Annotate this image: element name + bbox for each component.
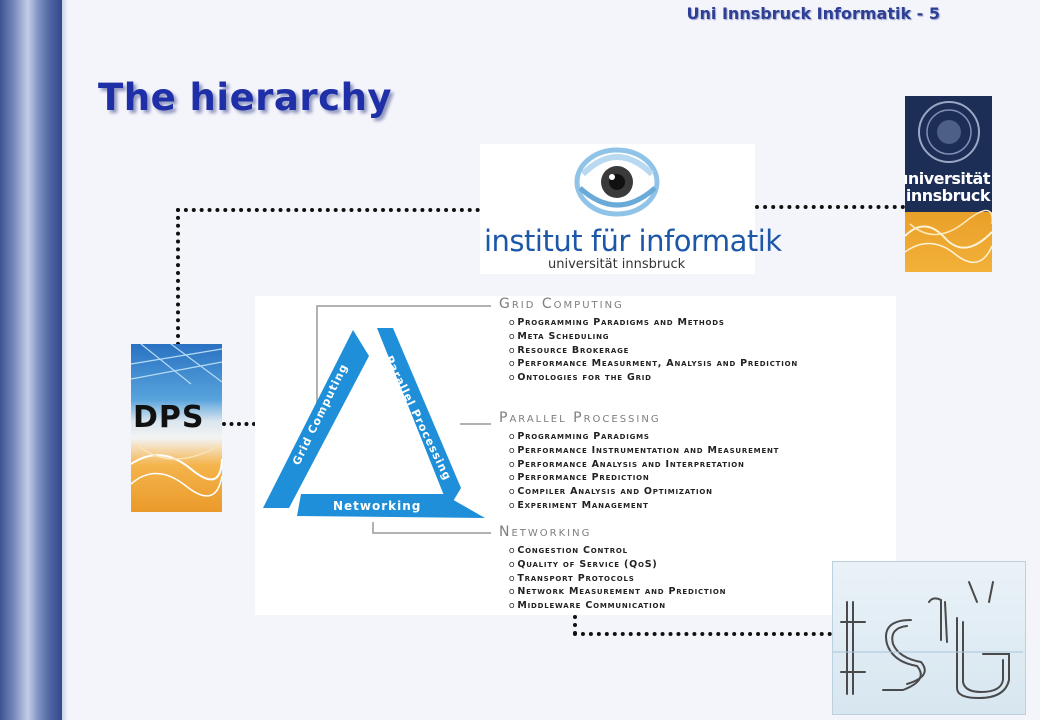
list-item: Performance Instrumentation and Measurem… <box>509 444 779 458</box>
ifi-name: institut für informatik <box>484 224 782 258</box>
list-item: Ontologies for the Grid <box>509 371 798 385</box>
list-item: Network Measurement and Prediction <box>509 585 726 599</box>
connector-bottom-vertical <box>573 615 577 635</box>
list-item: Performance Analysis and Interpretation <box>509 458 779 472</box>
triangle-label-parallel: Parallel Processing <box>382 354 454 483</box>
connector-bottom-right <box>573 632 832 636</box>
section-list-parallel: Programming Paradigms Performance Instru… <box>509 430 779 513</box>
isg-lettering-icon <box>833 581 1023 700</box>
dps-text: DPS <box>133 400 205 435</box>
list-item: Transport Protocols <box>509 572 726 586</box>
list-item: Programming Paradigms and Methods <box>509 316 798 330</box>
list-item: Resource Brokerage <box>509 344 798 358</box>
ifi-logo: institut für informatik universität inns… <box>480 144 782 274</box>
isg-logo <box>832 561 1026 715</box>
slide-header: Uni Innsbruck Informatik - 5 <box>686 4 940 23</box>
slide-title: The hierarchy <box>98 76 393 119</box>
list-item: Meta Scheduling <box>509 330 798 344</box>
list-item: Performance Measurment, Analysis and Pre… <box>509 357 798 371</box>
triangle-label-grid: Grid Computing <box>290 361 351 467</box>
slide-sidebar <box>0 0 62 720</box>
list-item: Middleware Communication <box>509 599 726 613</box>
section-list-networking: Congestion Control Quality of Service (Q… <box>509 544 726 613</box>
dps-pattern-icon <box>131 344 222 497</box>
list-item: Compiler Analysis and Optimization <box>509 485 779 499</box>
dps-logo: DPS <box>131 344 222 512</box>
triangle-label-networking: Networking <box>333 499 421 513</box>
research-diagram: Grid Computing Parallel Processing Netwo… <box>255 296 896 615</box>
eye-emblem-icon <box>574 147 660 217</box>
connector-left-vertical <box>176 208 180 346</box>
uibk-seal-icon <box>905 101 992 263</box>
connector-top-right <box>755 205 905 209</box>
list-item: Experiment Management <box>509 499 779 513</box>
research-triangle: Grid Computing Parallel Processing Netwo… <box>263 305 491 534</box>
uibk-line2: innsbruck <box>905 186 991 205</box>
list-item: Quality of Service (QoS) <box>509 558 726 572</box>
list-item: Programming Paradigms <box>509 430 779 444</box>
section-title-parallel: Parallel Processing <box>499 410 661 426</box>
sidebar-edge <box>62 0 68 720</box>
uibk-line1: universität <box>905 169 991 188</box>
list-item: Performance Prediction <box>509 471 779 485</box>
list-item: Congestion Control <box>509 544 726 558</box>
uibk-logo: universität innsbruck <box>905 96 992 272</box>
connector-dps <box>222 422 256 426</box>
ifi-subtitle: universität innsbruck <box>548 257 686 272</box>
section-title-grid: Grid Computing <box>499 296 624 312</box>
section-list-grid: Programming Paradigms and Methods Meta S… <box>509 316 798 385</box>
section-title-networking: Networking <box>499 524 592 540</box>
connector-top-left <box>176 208 480 212</box>
